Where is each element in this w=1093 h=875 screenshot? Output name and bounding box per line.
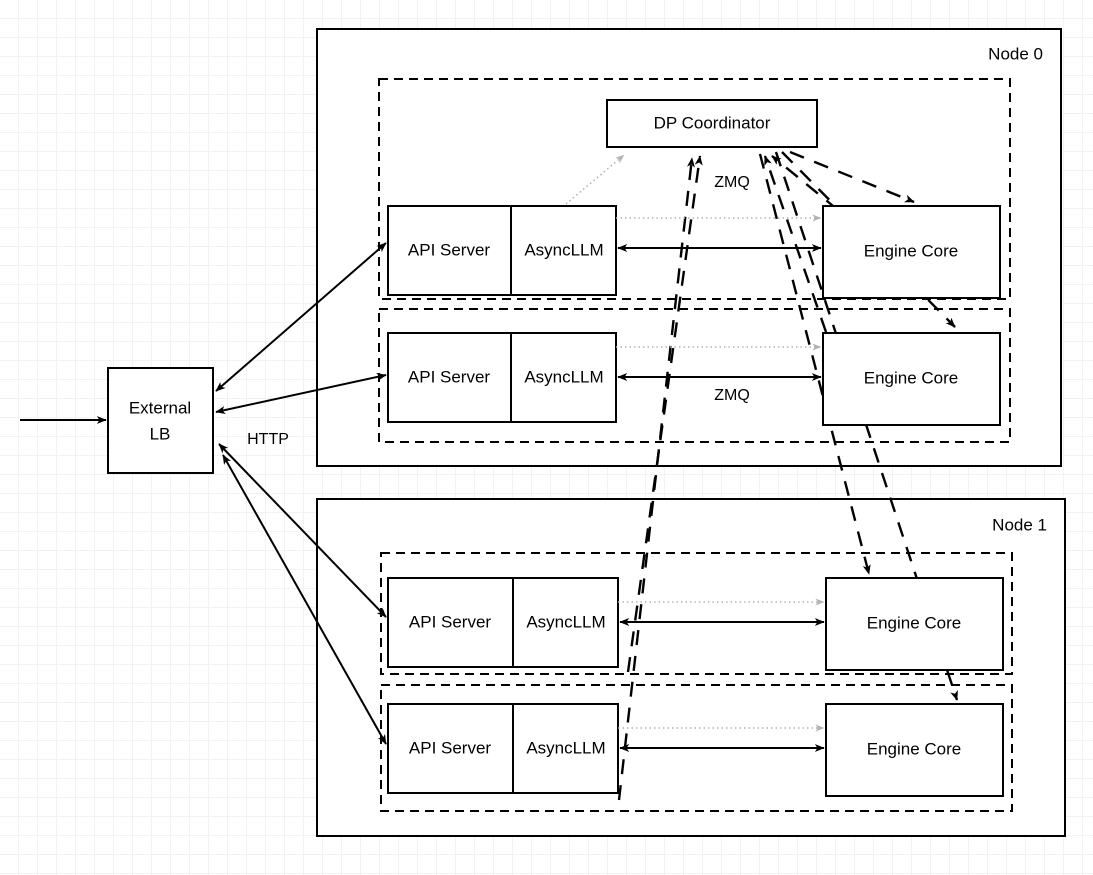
engine-core-label: Engine Core <box>864 241 959 260</box>
edge-lb-to-n0g0-api-server <box>215 242 387 392</box>
node-1-group-1: API Server AsyncLLM Engine Core <box>387 703 1004 797</box>
engine-core-box[interactable]: Engine Core <box>825 703 1004 797</box>
api-server-label: API Server <box>408 240 491 259</box>
edge-zmq-n1g0-core-to-coordinator <box>626 155 703 673</box>
edge-lb-to-n1g1-api-server <box>222 454 387 745</box>
engine-core-box[interactable]: Engine Core <box>825 577 1004 671</box>
node-1-label: Node 1 <box>992 515 1047 534</box>
api-server-asyncllm-box[interactable]: API Server AsyncLLM <box>387 332 617 423</box>
external-lb-label-line1: External <box>129 398 191 417</box>
edge-zmq-coordinator-to-n1g0-core <box>758 153 871 575</box>
engine-core-box[interactable]: Engine Core <box>822 332 1001 426</box>
edge-zmq-n0g1-core-to-coordinator <box>763 155 828 333</box>
api-server-label: API Server <box>409 738 492 757</box>
api-server-asyncllm-box[interactable]: API Server AsyncLLM <box>387 577 619 668</box>
zmq-label-bottom: ZMQ <box>714 387 750 404</box>
api-server-label: API Server <box>408 367 491 386</box>
asyncllm-label: AsyncLLM <box>524 240 603 259</box>
edge-zmq-n0g0-core-to-coordinator <box>771 155 839 211</box>
asyncllm-label: AsyncLLM <box>526 612 605 631</box>
node-0-label: Node 0 <box>988 44 1043 63</box>
engine-core-label: Engine Core <box>867 739 962 758</box>
external-lb-box[interactable]: External LB <box>107 367 214 474</box>
edge-lb-to-n0g1-api-server <box>215 373 387 414</box>
asyncllm-label: AsyncLLM <box>524 367 603 386</box>
external-lb-label-line2: LB <box>150 424 171 443</box>
asyncllm-label: AsyncLLM <box>526 738 605 757</box>
node-0-group-1: API Server AsyncLLM Engine Core <box>387 332 1001 426</box>
dp-coordinator-box[interactable]: DP Coordinator <box>606 99 818 148</box>
node-0-group-0-boundary <box>378 78 1011 300</box>
engine-core-label: Engine Core <box>867 613 962 632</box>
http-label: HTTP <box>247 431 289 448</box>
api-server-label: API Server <box>409 612 492 631</box>
node-1-group-1-boundary <box>380 684 1013 812</box>
api-server-asyncllm-box[interactable]: API Server AsyncLLM <box>387 205 617 296</box>
edge-zmq-n1g1-core-to-coordinator <box>617 157 695 801</box>
engine-core-box[interactable]: Engine Core <box>822 205 1001 299</box>
zmq-label-top: ZMQ <box>714 174 750 191</box>
edge-zmq-coordinator-to-n0g0-core <box>789 150 915 204</box>
engine-core-label: Engine Core <box>864 368 959 387</box>
edge-dotted-n0g0-asyncllm-to-coordinator <box>565 154 625 205</box>
node-1-group-0: API Server AsyncLLM Engine Core <box>387 577 1004 671</box>
api-server-asyncllm-box[interactable]: API Server AsyncLLM <box>387 703 619 794</box>
dp-coordinator-label: DP Coordinator <box>654 113 771 132</box>
node-0-group-0: API Server AsyncLLM Engine Core <box>387 205 1001 299</box>
